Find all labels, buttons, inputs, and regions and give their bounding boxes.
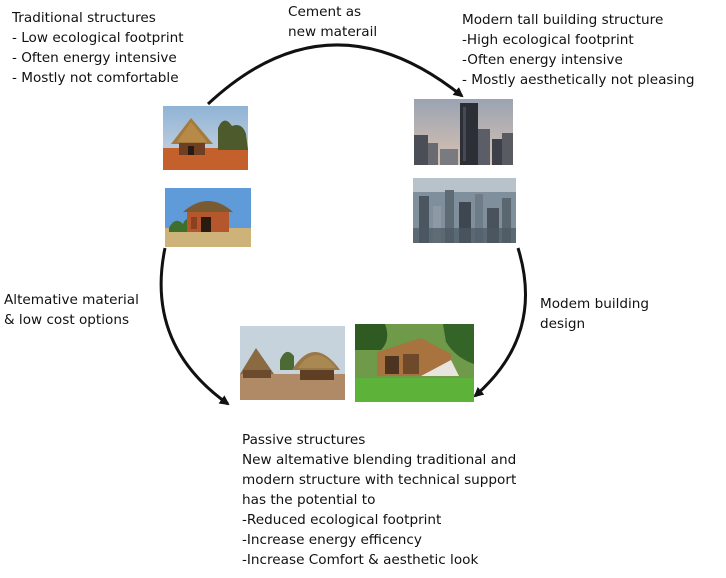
traditional-item: - Low ecological footprint: [12, 30, 184, 46]
passive-thatched-huts-photo: [240, 326, 345, 400]
passive-modern-house-photo: [355, 324, 474, 402]
traditional-block: Traditional structures - Low ecological …: [12, 8, 184, 88]
traditional-title: Traditional structures: [12, 10, 156, 26]
arrow-to-passive-left: [159, 247, 230, 406]
cement-label: Cement as new materail: [288, 4, 378, 40]
arrow-to-passive-right: [473, 247, 528, 398]
modern-block: Modern tall building structure -High eco…: [462, 10, 695, 90]
passive-title: Passive structures: [242, 432, 366, 448]
arrow-to-modern: [206, 43, 464, 106]
modern-item: - Mostly aesthetically not pleasing: [462, 72, 695, 88]
traditional-item: - Often energy intensive: [12, 50, 177, 66]
passive-block: Passive structures New altemative blendi…: [242, 432, 517, 568]
modern-item: -Often energy intensive: [462, 52, 623, 68]
alternative-label: Altemative material & low cost options: [4, 292, 139, 328]
modern-title: Modern tall building structure: [462, 12, 664, 28]
modern-city-skyline-photo: [413, 178, 516, 243]
traditional-thatched-hut-photo: [163, 106, 248, 170]
modern-design-label: Modem building design: [540, 296, 650, 332]
traditional-round-house-photo: [165, 188, 251, 247]
modern-skyscraper-photo: [414, 99, 513, 165]
modern-item: -High ecological footprint: [462, 32, 634, 48]
traditional-item: - Mostly not comfortable: [12, 70, 179, 86]
